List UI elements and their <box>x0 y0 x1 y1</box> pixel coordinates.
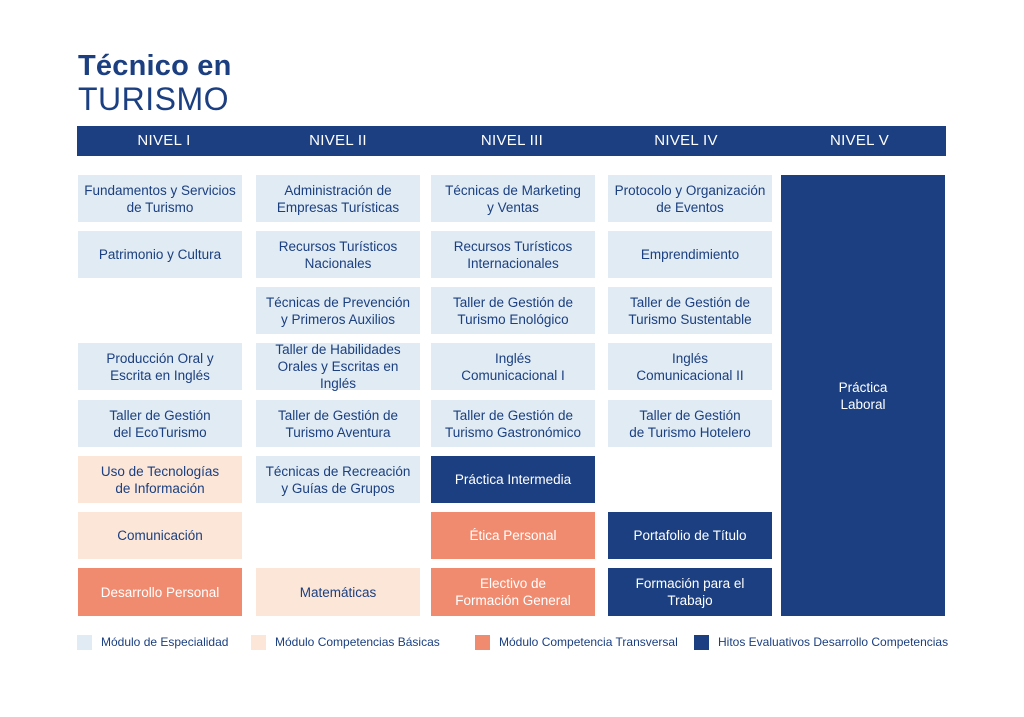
page-title: Técnico en TURISMO <box>78 50 232 116</box>
module-cell: Desarrollo Personal <box>78 568 242 616</box>
level-header-4: NIVEL IV <box>654 132 718 149</box>
legend-swatch <box>694 634 709 650</box>
legend-item-competencia-transversal: Módulo Competencia Transversal <box>475 633 678 651</box>
title-line-2: TURISMO <box>78 81 230 117</box>
legend-item-competencias-basicas: Módulo Competencias Básicas <box>251 633 440 651</box>
module-cell-practica-laboral: Práctica Laboral <box>781 175 945 616</box>
module-cell: Taller de Gestión de Turismo Gastronómic… <box>431 400 595 447</box>
module-cell: Taller de Gestión de Turismo Hotelero <box>608 400 772 447</box>
module-cell: Electivo de Formación General <box>431 568 595 616</box>
module-cell: Taller de Gestión del EcoTurismo <box>78 400 242 447</box>
module-cell: Taller de Habilidades Orales y Escritas … <box>256 342 420 391</box>
legend-swatch <box>475 634 490 650</box>
module-cell: Producción Oral y Escrita en Inglés <box>78 343 242 390</box>
module-cell: Técnicas de Prevención y Primeros Auxili… <box>256 287 420 334</box>
module-cell: Técnicas de Marketing y Ventas <box>431 175 595 222</box>
legend-swatch <box>251 634 266 650</box>
module-cell: Recursos Turísticos Nacionales <box>256 231 420 278</box>
legend-item-especialidad: Módulo de Especialidad <box>77 633 228 651</box>
module-cell: Ética Personal <box>431 512 595 559</box>
level-header-2: NIVEL II <box>309 132 367 149</box>
module-cell: Administración de Empresas Turísticas <box>256 175 420 222</box>
legend-label: Módulo de Especialidad <box>101 635 229 649</box>
module-cell: Portafolio de Título <box>608 512 772 559</box>
title-line-1: Técnico en <box>78 50 232 82</box>
legend-item-hitos-evaluativos: Hitos Evaluativos Desarrollo Competencia… <box>694 633 948 651</box>
module-cell: Matemáticas <box>256 568 420 616</box>
level-header-5: NIVEL V <box>829 132 890 149</box>
module-cell: Patrimonio y Cultura <box>78 231 242 278</box>
module-cell: Fundamentos y Servicios de Turismo <box>78 175 242 222</box>
level-header-3: NIVEL III <box>480 132 544 149</box>
legend-label: Módulo Competencias Básicas <box>275 635 440 649</box>
module-cell: Emprendimiento <box>608 231 772 278</box>
module-cell: Comunicación <box>78 512 242 559</box>
module-cell: Taller de Gestión de Turismo Enológico <box>431 287 595 334</box>
legend-label: Hitos Evaluativos Desarrollo Competencia… <box>718 635 949 649</box>
module-cell: Formación para el Trabajo <box>608 568 772 616</box>
legend-label: Módulo Competencia Transversal <box>499 635 678 649</box>
module-cell: Taller de Gestión de Turismo Aventura <box>256 400 420 447</box>
module-cell: Práctica Intermedia <box>431 456 595 503</box>
module-cell: Uso de Tecnologías de Información <box>78 456 242 503</box>
module-cell: Inglés Comunicacional II <box>608 343 772 390</box>
legend-swatch <box>77 634 92 650</box>
level-header-1: NIVEL I <box>137 132 191 149</box>
module-cell: Técnicas de Recreación y Guías de Grupos <box>256 456 420 503</box>
levels-header-bar: NIVEL I NIVEL II NIVEL III NIVEL IV NIVE… <box>77 126 946 156</box>
module-cell: Recursos Turísticos Internacionales <box>431 231 595 278</box>
module-cell: Protocolo y Organización de Eventos <box>608 175 772 222</box>
module-cell: Taller de Gestión de Turismo Sustentable <box>608 287 772 334</box>
module-cell: Inglés Comunicacional I <box>431 343 595 390</box>
